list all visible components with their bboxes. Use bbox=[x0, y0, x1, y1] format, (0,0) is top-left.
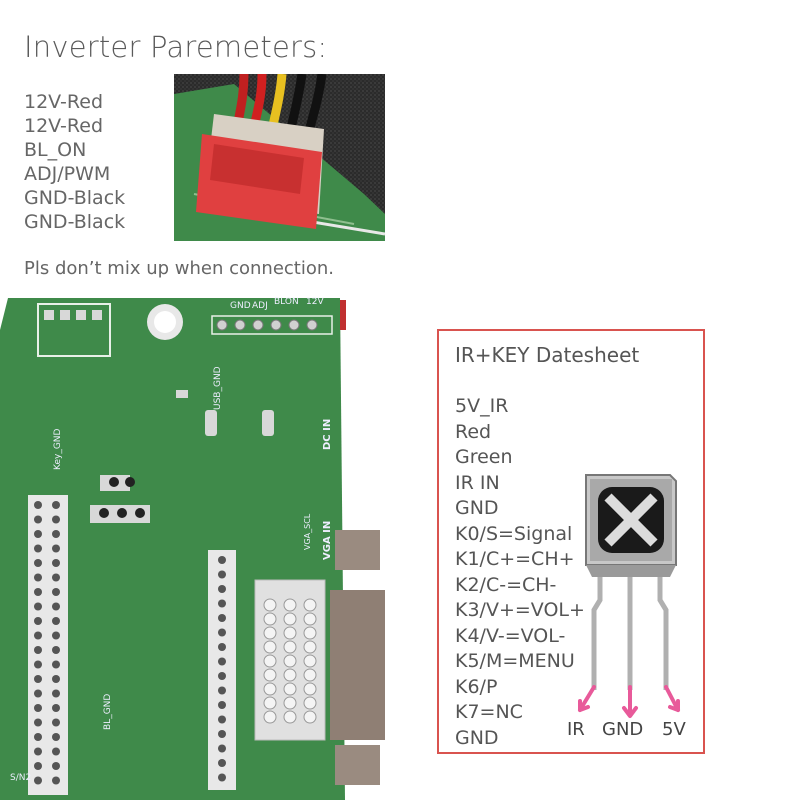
datasheet-line: GND bbox=[455, 726, 499, 749]
board-label-blon: BLON bbox=[274, 297, 299, 307]
board-label-key-gnd: Key_GND bbox=[53, 428, 63, 470]
datasheet-line: Red bbox=[455, 420, 492, 443]
datasheet-line: IR IN bbox=[455, 471, 500, 494]
board-label-dc-in: DC IN bbox=[322, 419, 333, 450]
inverter-line: ADJ/PWM bbox=[24, 163, 111, 185]
board-label-usb-gnd: USB_GND bbox=[213, 366, 223, 410]
inverter-line: BL_ON bbox=[24, 139, 87, 161]
datasheet-pin-list: 5V_IR Red Green IR IN GND K0/S=Signal K1… bbox=[455, 394, 585, 751]
inverter-line: GND-Black bbox=[24, 187, 126, 209]
board-label-vga-in: VGA IN bbox=[322, 521, 333, 560]
datasheet-line: K5/M=MENU bbox=[455, 650, 575, 672]
svg-text:S/N2: S/N2 bbox=[10, 773, 31, 783]
datasheet-line: GND bbox=[455, 497, 499, 519]
board-label-bl-gnd: BL_GND bbox=[103, 694, 113, 730]
pin-label-ir: IR bbox=[567, 719, 585, 740]
datasheet-line: K6/P bbox=[455, 675, 498, 698]
inverter-line: 12V-Red bbox=[24, 91, 104, 113]
datasheet-line: K4/V-=VOL- bbox=[455, 624, 566, 647]
board-label-vga-scl: VGA_SCL bbox=[303, 513, 312, 550]
pcb-board-photo: GND ADJ BLON 12V DC IN USB_GND Key_GND V… bbox=[0, 297, 385, 800]
datasheet-line: K2/C-=CH- bbox=[455, 573, 557, 596]
inverter-parameter-list: 12V-Red 12V-Red BL_ON ADJ/PWM GND-Black … bbox=[24, 90, 125, 234]
datasheet-line: Green bbox=[455, 446, 513, 468]
board-label-12v: 12V bbox=[306, 297, 324, 307]
inverter-line: GND-Black bbox=[24, 211, 126, 233]
inverter-title: Inverter Paremeters: bbox=[24, 30, 328, 64]
datasheet-line: K0/S=Signal bbox=[455, 522, 573, 545]
ir-receiver-drawing bbox=[578, 474, 680, 718]
inverter-line: 12V-Red bbox=[24, 115, 104, 137]
datasheet-line: K1/C+=CH+ bbox=[455, 548, 575, 570]
pin-label-gnd: GND bbox=[602, 719, 644, 740]
pin-label-5v: 5V bbox=[662, 719, 686, 740]
board-label-gnd: GND bbox=[230, 301, 251, 311]
datasheet-title: IR+KEY Datesheet bbox=[455, 343, 640, 367]
datasheet-line: 5V_IR bbox=[455, 395, 509, 417]
connection-note: Pls don’t mix up when connection. bbox=[24, 258, 334, 279]
datasheet-line: K3/V+=VOL+ bbox=[455, 599, 585, 621]
board-label-adj: ADJ bbox=[252, 301, 268, 311]
inverter-connector-photo bbox=[174, 74, 385, 241]
datasheet-line: K7=NC bbox=[455, 701, 523, 723]
